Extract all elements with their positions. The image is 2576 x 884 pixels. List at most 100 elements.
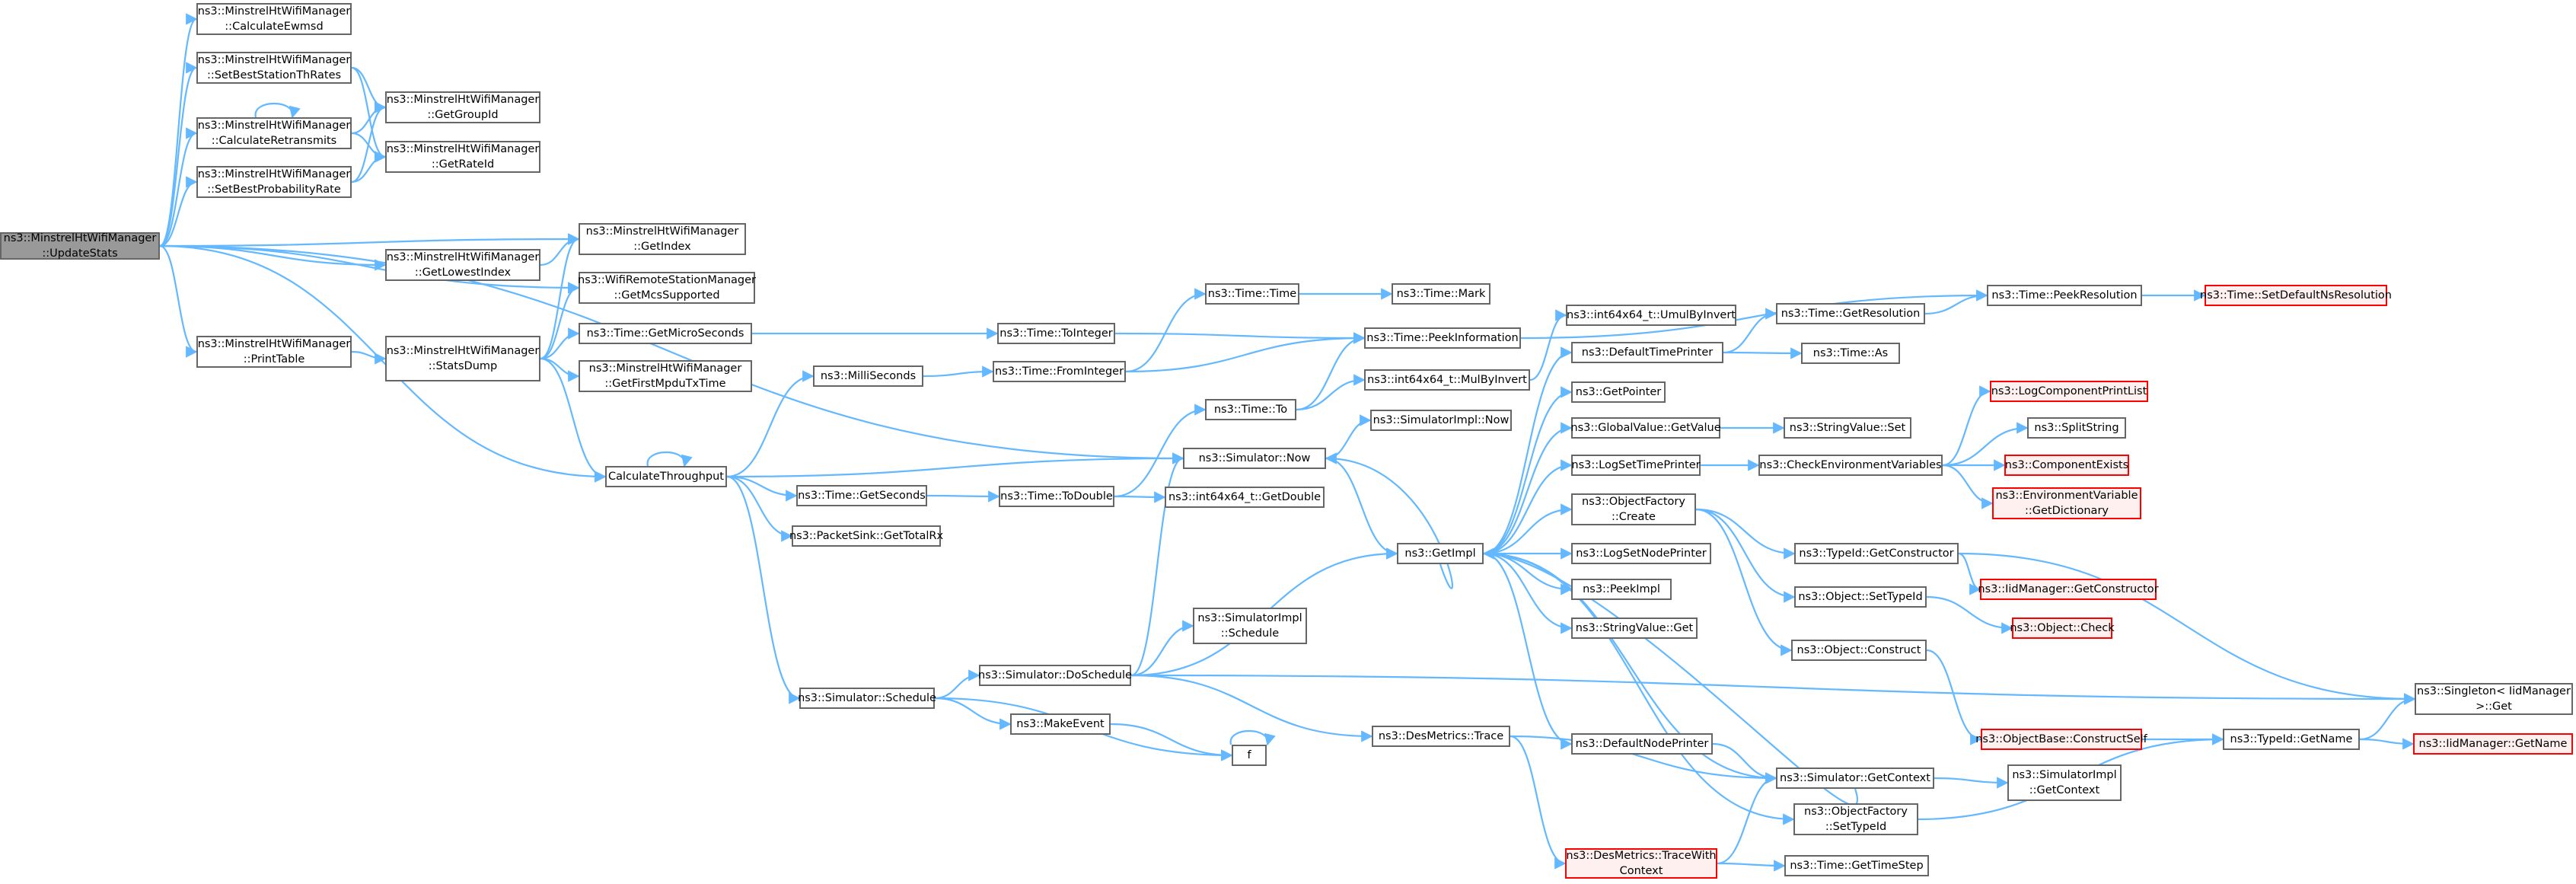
call-edge: [540, 357, 580, 382]
node-iid-manager-get-constructor[interactable]: ns3::IidManager::GetConstructor: [1978, 579, 2159, 600]
call-edge: [1296, 332, 1366, 411]
node-get-mcs-supported[interactable]: ns3::WifiRemoteStationManager::GetMcsSup…: [578, 272, 756, 304]
node-set-best-probability-rate[interactable]: ns3::MinstrelHtWifiManager::SetBestProba…: [196, 166, 352, 198]
node-object-factory-create[interactable]: ns3::ObjectFactory::Create: [1571, 493, 1696, 525]
node-stats-dump[interactable]: ns3::MinstrelHtWifiManager::StatsDump: [385, 336, 540, 381]
node-int64x64-get-double[interactable]: ns3::int64x64_t::GetDouble: [1165, 487, 1325, 508]
node-label-line: ns3::int64x64_t::UmulByInvert: [1567, 309, 1736, 321]
node-object-check[interactable]: ns3::Object::Check: [2010, 618, 2115, 639]
node-time-as[interactable]: ns3::Time::As: [1801, 343, 1900, 364]
node-iid-manager-get-name[interactable]: ns3::IidManager::GetName: [2413, 733, 2573, 755]
node-label-line: ns3::Simulator::Now: [1198, 452, 1311, 464]
node-time-time[interactable]: ns3::Time::Time: [1205, 283, 1299, 305]
node-label-line: ns3::Time::As: [1812, 347, 1889, 359]
node-label-line: ns3::LogComponentPrintList: [1991, 385, 2147, 397]
node-label-line: ns3::DefaultNodePrinter: [1575, 738, 1709, 750]
node-simulator-impl-get-context[interactable]: ns3::SimulatorImpl::GetContext: [2007, 764, 2122, 801]
node-object-set-typeid[interactable]: ns3::Object::SetTypeId: [1794, 586, 1927, 608]
node-label-line: CalculateThroughput: [608, 471, 724, 483]
node-label-line: ns3::MinstrelHtWifiManager: [386, 251, 540, 263]
call-edge: [159, 176, 198, 247]
node-get-impl[interactable]: ns3::GetImpl: [1397, 543, 1484, 564]
node-des-metrics-trace[interactable]: ns3::DesMetrics::Trace: [1372, 726, 1510, 747]
call-edge: [1229, 730, 1276, 746]
node-label-line: ns3::Object::Construct: [1797, 644, 1921, 656]
node-simulator-impl-now[interactable]: ns3::SimulatorImpl::Now: [1370, 410, 1512, 431]
call-edge: [1483, 552, 1573, 595]
node-milli-seconds[interactable]: ns3::MilliSeconds: [813, 365, 923, 387]
node-simulator-get-context[interactable]: ns3::Simulator::GetContext: [1776, 768, 1934, 789]
node-string-value-set[interactable]: ns3::StringValue::Set: [1784, 417, 1911, 439]
call-edge: [934, 697, 1012, 730]
node-time-get-resolution[interactable]: ns3::Time::GetResolution: [1776, 303, 1925, 324]
node-set-default-ns-resolution[interactable]: ns3::Time::SetDefaultNsResolution: [2200, 285, 2392, 306]
node-environment-variable-get-dictionary[interactable]: ns3::EnvironmentVariable::GetDictionary: [1992, 487, 2141, 519]
node-calculate-ewmsd[interactable]: ns3::MinstrelHtWifiManager::CalculateEwm…: [196, 3, 352, 35]
node-label-line: ns3::Time::GetResolution: [1781, 308, 1921, 320]
node-label-line: ns3::int64x64_t::GetDouble: [1168, 491, 1321, 503]
node-time-mark[interactable]: ns3::Time::Mark: [1392, 283, 1490, 305]
node-label-line: ns3::MinstrelHtWifiManager: [585, 225, 739, 238]
node-object-factory-set-typeid[interactable]: ns3::ObjectFactory::SetTypeId: [1793, 803, 1918, 835]
node-default-time-printer[interactable]: ns3::DefaultTimePrinter: [1571, 342, 1723, 363]
node-packet-sink-get-total-rx[interactable]: ns3::PacketSink::GetTotalRx: [789, 525, 943, 547]
node-time-to[interactable]: ns3::Time::To: [1205, 399, 1296, 420]
node-time-peek-resolution[interactable]: ns3::Time::PeekResolution: [1987, 285, 2142, 306]
node-time-from-integer[interactable]: ns3::Time::FromInteger: [993, 361, 1126, 382]
node-split-string[interactable]: ns3::SplitString: [2027, 417, 2126, 439]
node-update-stats[interactable]: ns3::MinstrelHtWifiManager::UpdateStats: [0, 232, 160, 260]
node-int64x64-umul-by-invert[interactable]: ns3::int64x64_t::UmulByInvert: [1566, 305, 1736, 326]
node-simulator-schedule[interactable]: ns3::Simulator::Schedule: [798, 688, 936, 709]
node-check-environment-variables[interactable]: ns3::CheckEnvironmentVariables: [1758, 455, 1943, 476]
node-log-set-node-printer[interactable]: ns3::LogSetNodePrinter: [1571, 543, 1711, 564]
call-edge: [159, 233, 580, 247]
node-time-to-double[interactable]: ns3::Time::ToDouble: [999, 486, 1114, 507]
node-calculate-throughput[interactable]: CalculateThroughput: [605, 466, 727, 487]
node-make-event[interactable]: ns3::MakeEvent: [1010, 713, 1111, 735]
node-get-pointer[interactable]: ns3::GetPointer: [1571, 381, 1666, 403]
call-edge: [159, 127, 198, 247]
node-label-line: ::UpdateStats: [42, 247, 118, 260]
node-get-first-mpdu-tx-time[interactable]: ns3::MinstrelHtWifiManager::GetFirstMpdu…: [579, 360, 752, 392]
node-time-peek-information[interactable]: ns3::Time::PeekInformation: [1364, 327, 1521, 349]
node-singleton-iid-manager-get[interactable]: ns3::Singleton< IidManager >::Get: [2415, 683, 2573, 715]
node-log-set-time-printer[interactable]: ns3::LogSetTimePrinter: [1571, 455, 1701, 476]
node-time-get-time-step[interactable]: ns3::Time::GetTimeStep: [1784, 855, 1929, 876]
node-log-component-print-list[interactable]: ns3::LogComponentPrintList: [1990, 381, 2148, 402]
node-component-exists[interactable]: ns3::ComponentExists: [2004, 455, 2129, 476]
node-f[interactable]: f: [1232, 745, 1267, 766]
node-calculate-retransmits[interactable]: ns3::MinstrelHtWifiManager::CalculateRet…: [196, 117, 352, 149]
node-typeid-get-constructor[interactable]: ns3::TypeId::GetConstructor: [1794, 543, 1959, 564]
node-set-best-station-th-rates[interactable]: ns3::MinstrelHtWifiManager::SetBestStati…: [196, 52, 352, 84]
node-simulator-impl-schedule[interactable]: ns3::SimulatorImpl::Schedule: [1193, 608, 1307, 644]
node-default-node-printer[interactable]: ns3::DefaultNodePrinter: [1571, 733, 1713, 755]
call-edge: [1942, 422, 2029, 467]
node-label-line: ns3::MinstrelHtWifiManager: [3, 232, 157, 244]
node-time-to-integer[interactable]: ns3::Time::ToInteger: [997, 323, 1115, 344]
node-label-line: ns3::MinstrelHtWifiManager: [386, 143, 540, 155]
node-time-get-seconds[interactable]: ns3::Time::GetSeconds: [796, 485, 927, 506]
node-label-line: ns3::MinstrelHtWifiManager: [197, 5, 351, 18]
node-string-value-get[interactable]: ns3::StringValue::Get: [1571, 618, 1698, 639]
node-get-lowest-index[interactable]: ns3::MinstrelHtWifiManager::GetLowestInd…: [385, 249, 540, 281]
node-label-line: ns3::Time::Mark: [1396, 288, 1486, 300]
node-get-index[interactable]: ns3::MinstrelHtWifiManager::GetIndex: [579, 223, 746, 255]
node-typeid-get-name[interactable]: ns3::TypeId::GetName: [2223, 729, 2360, 750]
node-get-rate-id[interactable]: ns3::MinstrelHtWifiManager::GetRateId: [385, 141, 540, 173]
node-simulator-do-schedule[interactable]: ns3::Simulator::DoSchedule: [978, 665, 1132, 686]
node-global-value-get-value[interactable]: ns3::GlobalValue::GetValue: [1570, 417, 1721, 439]
node-time-get-micro-seconds[interactable]: ns3::Time::GetMicroSeconds: [579, 323, 752, 344]
node-object-base-construct-self[interactable]: ns3::ObjectBase::ConstructSelf: [1975, 729, 2147, 750]
call-edge: [726, 475, 793, 542]
node-label-line: ns3::TypeId::GetName: [2230, 733, 2353, 745]
node-peek-impl[interactable]: ns3::PeekImpl: [1571, 579, 1672, 600]
node-int64x64-mul-by-invert[interactable]: ns3::int64x64_t::MulByInvert: [1364, 369, 1530, 391]
call-edge: [1296, 374, 1366, 411]
node-label-line: ns3::Time::GetTimeStep: [1790, 860, 1924, 872]
node-get-group-id[interactable]: ns3::MinstrelHtWifiManager::GetGroupId: [385, 91, 540, 123]
node-simulator-now[interactable]: ns3::Simulator::Now: [1183, 448, 1326, 469]
node-object-construct[interactable]: ns3::Object::Construct: [1791, 640, 1927, 661]
node-print-table[interactable]: ns3::MinstrelHtWifiManager::PrintTable: [196, 336, 352, 368]
node-label-line: ns3::MilliSeconds: [820, 370, 917, 382]
